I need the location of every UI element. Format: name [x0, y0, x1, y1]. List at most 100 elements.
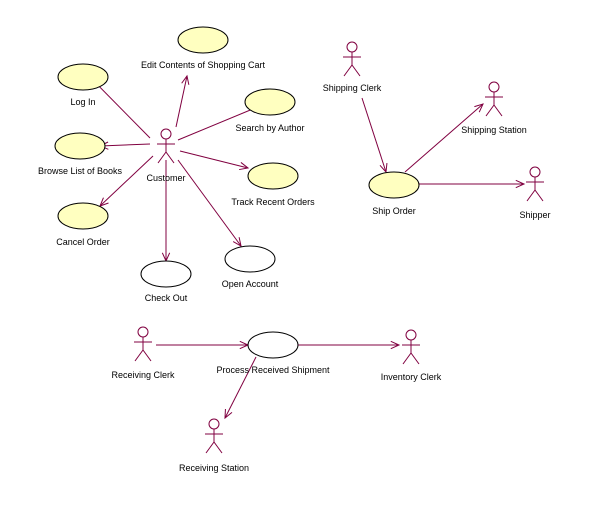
actor-stick-figure-icon[interactable] [205, 418, 223, 454]
use-case-label: Track Recent Orders [231, 197, 315, 207]
actor-right-leg [410, 352, 420, 365]
actor-label: Shipping Clerk [323, 83, 382, 93]
use-case-cancel-order[interactable]: Cancel Order [56, 202, 110, 247]
actor-left-leg [157, 151, 167, 164]
actor-left-leg [343, 64, 353, 77]
actor-stick-figure-icon[interactable] [402, 329, 420, 365]
actor-shipping-clerk[interactable]: Shipping Clerk [323, 41, 382, 93]
association-line [361, 97, 387, 173]
use-case-log-in[interactable]: Log In [57, 63, 109, 107]
use-case-browse-books[interactable]: Browse List of Books [38, 132, 123, 176]
use-case-label: Cancel Order [56, 237, 110, 247]
use-case-label: Open Account [222, 279, 279, 289]
use-case-search-author[interactable]: Search by Author [235, 88, 305, 133]
arrowhead [515, 179, 526, 189]
use-case-track-orders[interactable]: Track Recent Orders [231, 162, 315, 207]
use-case-label: Log In [70, 97, 95, 107]
use-case-label: Process Received Shipment [216, 365, 330, 375]
actor-label: Shipper [519, 210, 550, 220]
association-line [177, 105, 261, 141]
actor-left-leg [134, 349, 144, 362]
association-line [175, 75, 188, 128]
actor-head [137, 326, 149, 338]
association-shipping-clerk-to-ship-order [361, 97, 388, 174]
actor-receiving-station[interactable]: Receiving Station [179, 418, 249, 473]
actor-right-leg [351, 64, 361, 77]
association-line [99, 155, 154, 207]
actor-stick-figure-icon[interactable] [526, 166, 544, 202]
actor-shipping-station[interactable]: Shipping Station [461, 81, 527, 135]
use-case-ellipse[interactable] [177, 26, 229, 54]
use-case-label: Browse List of Books [38, 166, 123, 176]
use-case-ellipse[interactable] [54, 132, 106, 160]
association-line [224, 356, 257, 419]
use-case-label: Ship Order [372, 206, 416, 216]
arrowhead [390, 340, 401, 350]
actor-left-leg [205, 441, 215, 454]
association-process-shipment-to-receiving-station [224, 356, 257, 420]
actor-label: Receiving Station [179, 463, 249, 473]
use-case-ellipse[interactable] [247, 331, 299, 359]
association-ship-order-to-shipping-station [404, 103, 484, 173]
association-line [404, 103, 484, 173]
actor-receiving-clerk[interactable]: Receiving Clerk [111, 326, 175, 380]
actor-stick-figure-icon[interactable] [157, 128, 175, 164]
actor-label: Shipping Station [461, 125, 527, 135]
use-case-ellipse[interactable] [244, 88, 296, 116]
actor-right-leg [165, 151, 175, 164]
actor-stick-figure-icon[interactable] [485, 81, 503, 117]
use-case-open-account[interactable]: Open Account [222, 245, 279, 289]
use-case-ellipse[interactable] [224, 245, 276, 273]
association-process-shipment-to-inventory-clerk [298, 340, 401, 350]
actor-head [208, 418, 220, 430]
actor-head [529, 166, 541, 178]
actor-head [488, 81, 500, 93]
arrowhead [239, 162, 250, 171]
actor-left-leg [402, 352, 412, 365]
actor-label: Inventory Clerk [381, 372, 442, 382]
arrowhead [232, 237, 242, 247]
association-customer-to-open-account [177, 159, 242, 247]
actor-stick-figure-icon[interactable] [343, 41, 361, 77]
elements-layer: Log In Edit Contents of Shopping CartSear… [38, 26, 551, 473]
actor-right-leg [493, 104, 503, 117]
use-case-ellipse[interactable] [57, 202, 109, 230]
actor-left-leg [485, 104, 495, 117]
use-case-label: Check Out [145, 293, 188, 303]
actor-right-leg [534, 189, 544, 202]
use-case-ship-order[interactable]: Ship Order [368, 171, 420, 216]
use-case-ellipse[interactable] [368, 171, 420, 199]
use-case-label: Edit Contents of Shopping Cart [141, 60, 266, 70]
actor-head [405, 329, 417, 341]
association-ship-order-to-shipper [419, 179, 526, 189]
association-customer-to-track-orders [179, 150, 250, 171]
actor-shipper[interactable]: Shipper [519, 166, 551, 220]
actor-right-leg [213, 441, 223, 454]
association-customer-to-edit-cart [175, 74, 190, 128]
arrowhead [181, 74, 190, 85]
use-case-ellipse[interactable] [247, 162, 299, 190]
use-case-ellipse[interactable] [57, 63, 109, 91]
actor-stick-figure-icon[interactable] [134, 326, 152, 362]
actor-inventory-clerk[interactable]: Inventory Clerk [381, 329, 442, 382]
actor-left-leg [526, 189, 536, 202]
actor-label: Customer [146, 173, 185, 183]
actor-label: Receiving Clerk [111, 370, 175, 380]
use-case-edit-cart[interactable]: Edit Contents of Shopping Cart [141, 26, 266, 70]
use-case-label: Search by Author [235, 123, 304, 133]
arrowhead [379, 162, 388, 174]
associations-layer [83, 70, 526, 420]
association-line [99, 143, 151, 147]
arrowhead [224, 408, 233, 420]
use-case-process-shipment[interactable]: Process Received Shipment [216, 331, 330, 375]
actor-head [346, 41, 358, 53]
association-line [179, 150, 249, 169]
use-case-ellipse[interactable] [140, 260, 192, 288]
actor-customer[interactable]: Customer [146, 128, 186, 183]
actor-right-leg [142, 349, 152, 362]
association-line [177, 159, 242, 247]
arrowhead [474, 103, 484, 113]
actor-head [160, 128, 172, 140]
use-case-check-out[interactable]: Check Out [140, 260, 192, 303]
